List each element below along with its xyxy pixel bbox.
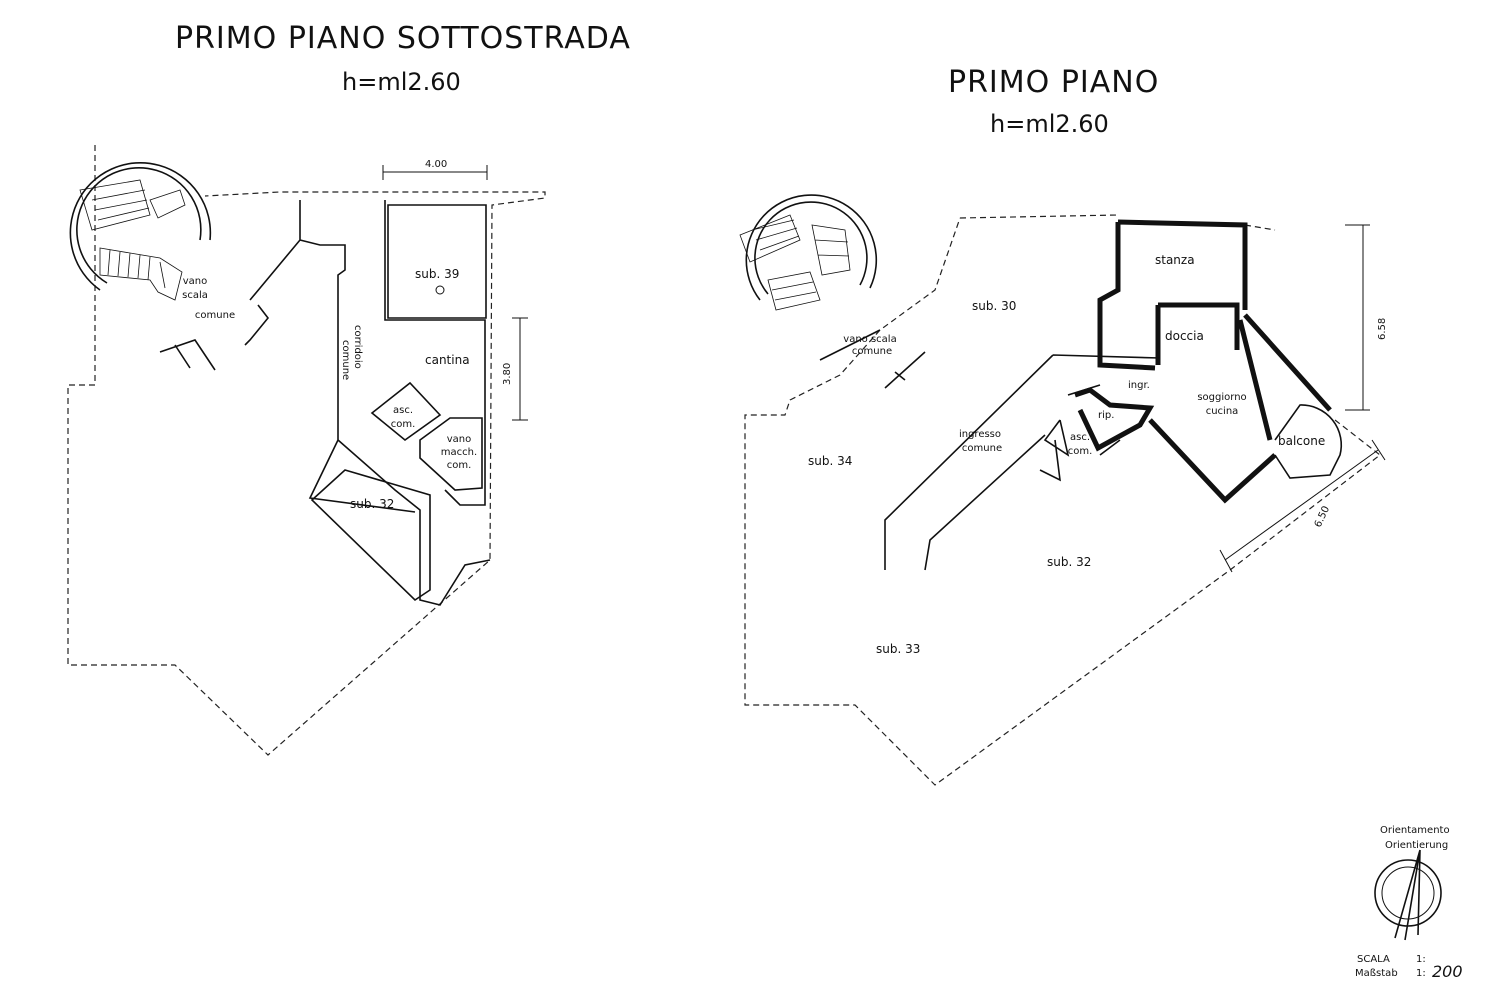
right-dim-side-label: 6.58	[1377, 318, 1388, 340]
left-room-vano-macch-1: vano	[447, 434, 472, 445]
left-room-vano-scala-2: scala	[182, 290, 208, 301]
right-dimension-diag: 6.50	[1219, 439, 1386, 573]
left-room-asc-2: com.	[391, 419, 416, 430]
left-sub32-walls	[310, 469, 431, 602]
right-balcony	[1274, 404, 1343, 479]
north-arrow-icon	[1374, 849, 1442, 941]
left-dim-top-label: 4.00	[425, 159, 447, 170]
scale-label-it: SCALA	[1357, 954, 1390, 965]
right-room-sub34: sub. 34	[808, 454, 852, 468]
right-floor-plan: PRIMO PIANO h=ml2.60 6.58	[739, 65, 1388, 786]
left-room-corridoio-2: comune	[340, 340, 351, 380]
right-room-ingr: ingr.	[1128, 380, 1150, 391]
left-room-vano-macch-3: com.	[447, 460, 472, 471]
right-room-soggiorno-2: cucina	[1206, 406, 1239, 417]
right-room-sub33: sub. 33	[876, 642, 920, 656]
right-room-sub32: sub. 32	[1047, 555, 1091, 569]
left-room-vano-scala-1: vano	[183, 276, 208, 287]
left-drain-symbol	[435, 285, 445, 295]
right-corridor-walls	[884, 354, 1161, 571]
right-plot-boundary	[744, 214, 1381, 786]
left-dimension-top: 4.00	[382, 159, 488, 180]
right-plan-title: PRIMO PIANO	[948, 65, 1159, 100]
left-plan-title: PRIMO PIANO SOTTOSTRADA	[175, 21, 631, 56]
left-stair-tower	[69, 162, 216, 371]
right-room-stanza: stanza	[1155, 253, 1195, 267]
scale-ratio-1: 1:	[1416, 954, 1426, 965]
left-dimension-side: 3.80	[502, 317, 528, 421]
right-room-asc-1: asc.	[1070, 432, 1090, 443]
scale-ratio-2: 1:	[1416, 968, 1426, 979]
scale-value: 200	[1432, 962, 1463, 981]
left-machine-room-walls	[419, 417, 483, 491]
right-dimension-side: 6.58	[1345, 224, 1388, 411]
left-plot-boundary	[67, 145, 546, 756]
left-room-sub32: sub. 32	[350, 497, 394, 511]
left-room-asc-1: asc.	[393, 405, 413, 416]
right-stair-tower	[739, 194, 926, 389]
orientation-legend: Orientamento Orientierung SCALA Maßstab …	[1355, 825, 1463, 981]
right-room-ingresso-2: comune	[962, 443, 1002, 454]
left-dim-side-label: 3.80	[502, 363, 513, 385]
right-room-rip: rip.	[1098, 410, 1114, 421]
left-room-cantina: cantina	[425, 353, 470, 367]
right-room-ingresso-1: ingresso	[959, 429, 1001, 440]
right-room-balcone: balcone	[1278, 434, 1325, 448]
right-apartment-walls	[1074, 219, 1332, 504]
left-plan-height: h=ml2.60	[342, 68, 461, 96]
orientation-label-de: Orientierung	[1385, 840, 1448, 851]
left-room-vano-macch-2: macch.	[441, 447, 477, 458]
left-room-vano-scala-3: comune	[195, 310, 235, 321]
left-room-corridoio-1: corridoio	[352, 325, 363, 369]
right-room-soggiorno-1: soggiorno	[1197, 392, 1246, 403]
orientation-label-it: Orientamento	[1380, 825, 1450, 836]
right-room-asc-2: com.	[1068, 446, 1093, 457]
left-common-area-walls	[244, 200, 491, 606]
right-room-doccia: doccia	[1165, 329, 1204, 343]
left-elevator-walls	[370, 381, 442, 442]
left-floor-plan: PRIMO PIANO SOTTOSTRADA h=ml2.60 4.00	[67, 21, 631, 756]
left-sub39-walls	[387, 204, 487, 319]
right-room-vano-scala-2: comune	[852, 346, 892, 357]
right-dim-diag-label: 6.50	[1313, 504, 1332, 529]
right-room-sub30: sub. 30	[972, 299, 1016, 313]
right-room-vano-scala-1: vano scala	[843, 334, 896, 345]
left-room-sub39: sub. 39	[415, 267, 459, 281]
scale-label-de: Maßstab	[1355, 968, 1398, 979]
right-plan-height: h=ml2.60	[990, 110, 1109, 138]
